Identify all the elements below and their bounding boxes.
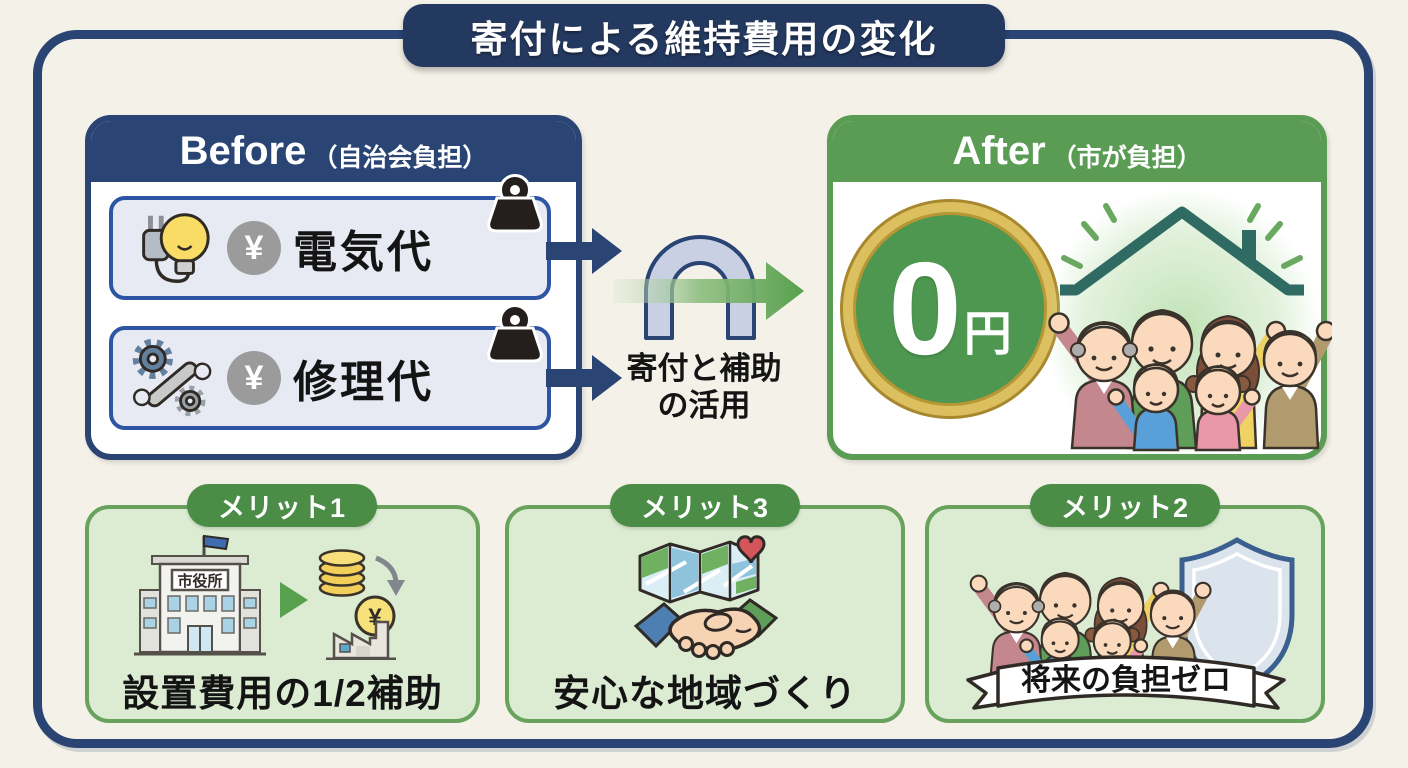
family-under-roof-illustration [1032, 189, 1332, 454]
banner-ribbon: 将来の負担ゼロ [966, 655, 1286, 710]
sparkle-lines [1061, 203, 1303, 269]
cityhall-subsidy-icon: 市役所 ¥ [134, 534, 405, 660]
merit-badge-1-label: メリット1 [217, 493, 347, 523]
zero-value: 0 [888, 235, 962, 382]
merit-caption-3: 安心な地域づくり [553, 673, 857, 714]
plug-lightbulb-icon [142, 213, 210, 283]
merit-caption-1: 設置費用の1/2補助 [122, 673, 443, 714]
yen-symbol: ¥ [244, 358, 264, 397]
yen-circle-icon: ¥ [227, 221, 281, 275]
family-shield-banner: 将来の負担ゼロ [942, 537, 1295, 710]
after-header: After （市が負担） [833, 121, 1321, 182]
handshake-icon [633, 598, 779, 660]
heart-icon [736, 535, 766, 564]
banner-text: 将来の負担ゼロ [1021, 664, 1231, 697]
merit-badge-3-label: メリット3 [640, 493, 770, 523]
handshake-map-icon [633, 535, 779, 660]
donation-flow-graphic [614, 235, 804, 340]
repair-cost-row: ¥ 修理代 [109, 326, 551, 430]
navy-arrow-icon [546, 355, 622, 401]
navy-arrow-icon [546, 228, 622, 274]
zero-yen-coin: 0 円 [843, 202, 1057, 416]
building-windows [143, 595, 257, 634]
page-title: 寄付による維持費用の変化 [470, 18, 938, 60]
yen-circle-icon: ¥ [227, 351, 281, 405]
after-title-en: After [952, 129, 1046, 173]
electricity-cost-row: ¥ 電気代 [109, 196, 551, 300]
curved-arrow-icon [374, 555, 405, 596]
wrench-gears-icon [132, 338, 212, 417]
coin-stack-icon [318, 549, 366, 597]
electricity-cost-label: 電気代 [293, 228, 434, 277]
cityhall-sign: 市役所 [177, 572, 222, 590]
before-title-en: Before [179, 129, 307, 173]
cityhall-building-icon: 市役所 [134, 534, 266, 656]
after-title-ja: （市が負担） [1051, 143, 1202, 172]
roof-icon [1060, 206, 1304, 296]
merit-badge-2: メリット2 [1030, 484, 1220, 527]
green-arrow-icon [614, 262, 804, 320]
weight-icon [487, 304, 543, 363]
transition-label-line2: の活用 [657, 388, 751, 423]
transition-label: 寄付と補助 の活用 [590, 350, 818, 424]
merit-badge-2-label: メリット2 [1060, 493, 1190, 523]
weight-icon [487, 174, 543, 233]
yen-symbol: ¥ [244, 228, 264, 267]
title-banner: 寄付による維持費用の変化 [403, 4, 1005, 67]
before-title-ja: （自治会負担） [312, 143, 488, 172]
factory-icon [326, 620, 396, 660]
merit-badge-3: メリット3 [610, 484, 800, 527]
green-triangle-icon [280, 582, 308, 618]
transition-label-line1: 寄付と補助 [626, 351, 782, 386]
repair-cost-label: 修理代 [293, 358, 434, 407]
before-header: Before （自治会負担） [91, 121, 576, 182]
yen-unit: 円 [963, 308, 1012, 361]
merit-badge-1: メリット1 [187, 484, 377, 527]
map-icon [638, 540, 760, 604]
